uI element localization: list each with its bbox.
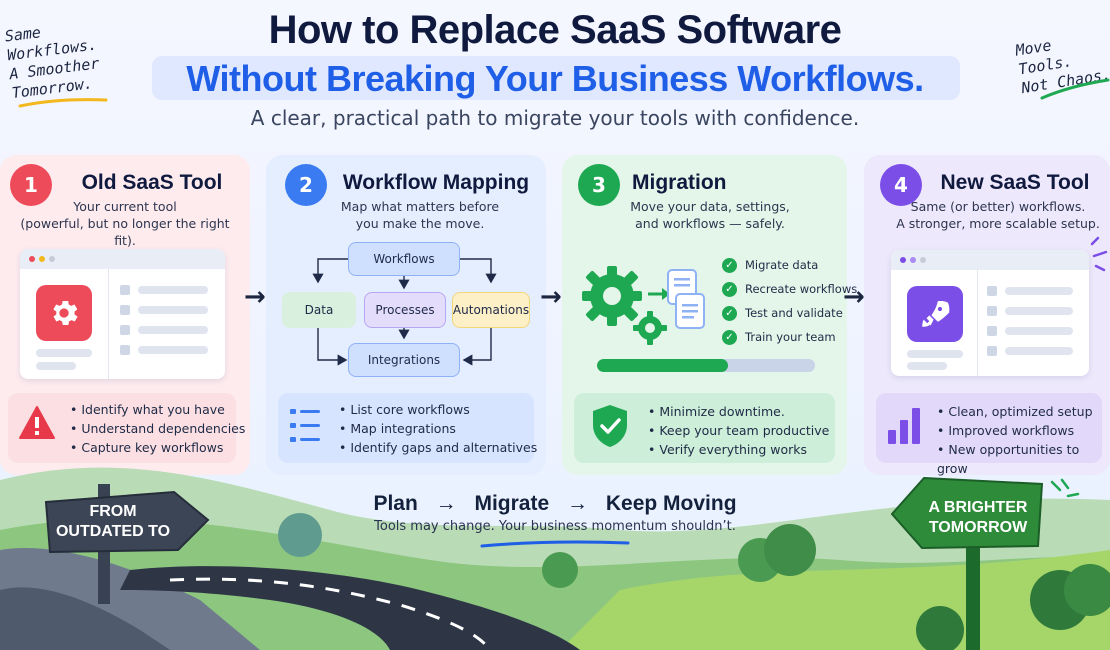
old-tool-window (20, 249, 225, 379)
sign-post-right (966, 540, 980, 650)
rocket-icon (907, 286, 963, 342)
check-icon: ✓ (722, 257, 737, 273)
step-title-3: Migration (632, 171, 727, 194)
page-title-highlight: Without Breaking Your Business Workflows… (186, 58, 924, 99)
arrow-right-icon: → (435, 492, 457, 515)
tagline: Tools may change. Your business momentum… (374, 519, 736, 534)
title-highlight-bg (152, 56, 960, 100)
step-title-1: Old SaaS Tool (81, 171, 223, 194)
list-icon (290, 409, 320, 442)
progress-fill (597, 359, 728, 372)
arrow-right-icon: → (244, 282, 266, 312)
flow-node-processes: Processes (364, 292, 446, 328)
sign-text-left: FROM OUTDATED TO (55, 503, 171, 540)
flow-node-automations: Automations (452, 292, 530, 328)
flow-node-data: Data (282, 292, 356, 328)
step-number-2: 2 (285, 164, 327, 206)
tagline-underline (480, 540, 630, 548)
step-desc-3: Move your data, settings, and workflows … (630, 199, 790, 231)
sign-board-left (44, 490, 210, 554)
step-number-4: 4 (880, 164, 922, 206)
new-tool-window (891, 250, 1089, 376)
step-bullets-1: Identify what you have Understand depend… (70, 400, 245, 457)
arrow-right-icon: → (843, 282, 865, 312)
step-desc-4: Same (or better) workflows. A stronger, … (896, 199, 1100, 231)
underline-stroke-right (1040, 78, 1110, 100)
checklist-item: ✓Migrate data (722, 253, 857, 277)
check-icon: ✓ (722, 305, 737, 321)
flow-node-workflows: Workflows (348, 242, 460, 276)
sparkle-lines (1090, 236, 1108, 272)
gears-icon (582, 266, 667, 345)
sparkle-lines (1050, 478, 1080, 498)
flow-node-integrations: Integrations (348, 343, 460, 377)
arrow-right-icon: → (567, 492, 589, 515)
checklist-item: ✓Train your team (722, 325, 857, 349)
sign-text-right: A BRIGHTER TOMORROW (928, 499, 1028, 536)
warning-icon (19, 406, 55, 439)
sign-board-right (890, 476, 1044, 550)
plan-steps: Plan → Migrate → Keep Moving (373, 492, 737, 515)
underline-stroke-left (18, 98, 108, 108)
migration-checklist: ✓Migrate data ✓Recreate workflows ✓Test … (722, 253, 857, 349)
landscape-illustration (0, 467, 1110, 650)
arrow-right-icon: → (540, 282, 562, 312)
step-bullets-3: Minimize downtime. Keep your team produc… (648, 402, 829, 459)
step-bullets-4: Clean, optimized setup Improved workflow… (937, 402, 1110, 478)
step-bullets-2: List core workflows Map integrations Ide… (339, 400, 537, 457)
step-title-4: New SaaS Tool (940, 171, 1090, 194)
flow-connectors (312, 258, 497, 366)
migration-progress-bar (597, 359, 815, 372)
step-number-3: 3 (578, 164, 620, 206)
page-title: How to Replace SaaS Software (268, 8, 842, 52)
page-subtitle: A clear, practical path to migrate your … (250, 106, 860, 130)
documents-icon (648, 269, 705, 329)
checklist-item: ✓Test and validate (722, 301, 857, 325)
step-desc-2: Map what matters before you make the mov… (340, 199, 500, 231)
step-title-2: Workflow Mapping (342, 171, 530, 194)
step-number-1: 1 (10, 164, 52, 206)
shield-check-icon (593, 405, 627, 447)
checklist-item: ✓Recreate workflows (722, 277, 857, 301)
check-icon: ✓ (722, 281, 737, 297)
bar-chart-icon (888, 408, 920, 444)
step-desc-1: Your current tool (powerful, but no long… (20, 199, 230, 248)
check-icon: ✓ (722, 329, 737, 345)
gear-icon (36, 285, 92, 341)
